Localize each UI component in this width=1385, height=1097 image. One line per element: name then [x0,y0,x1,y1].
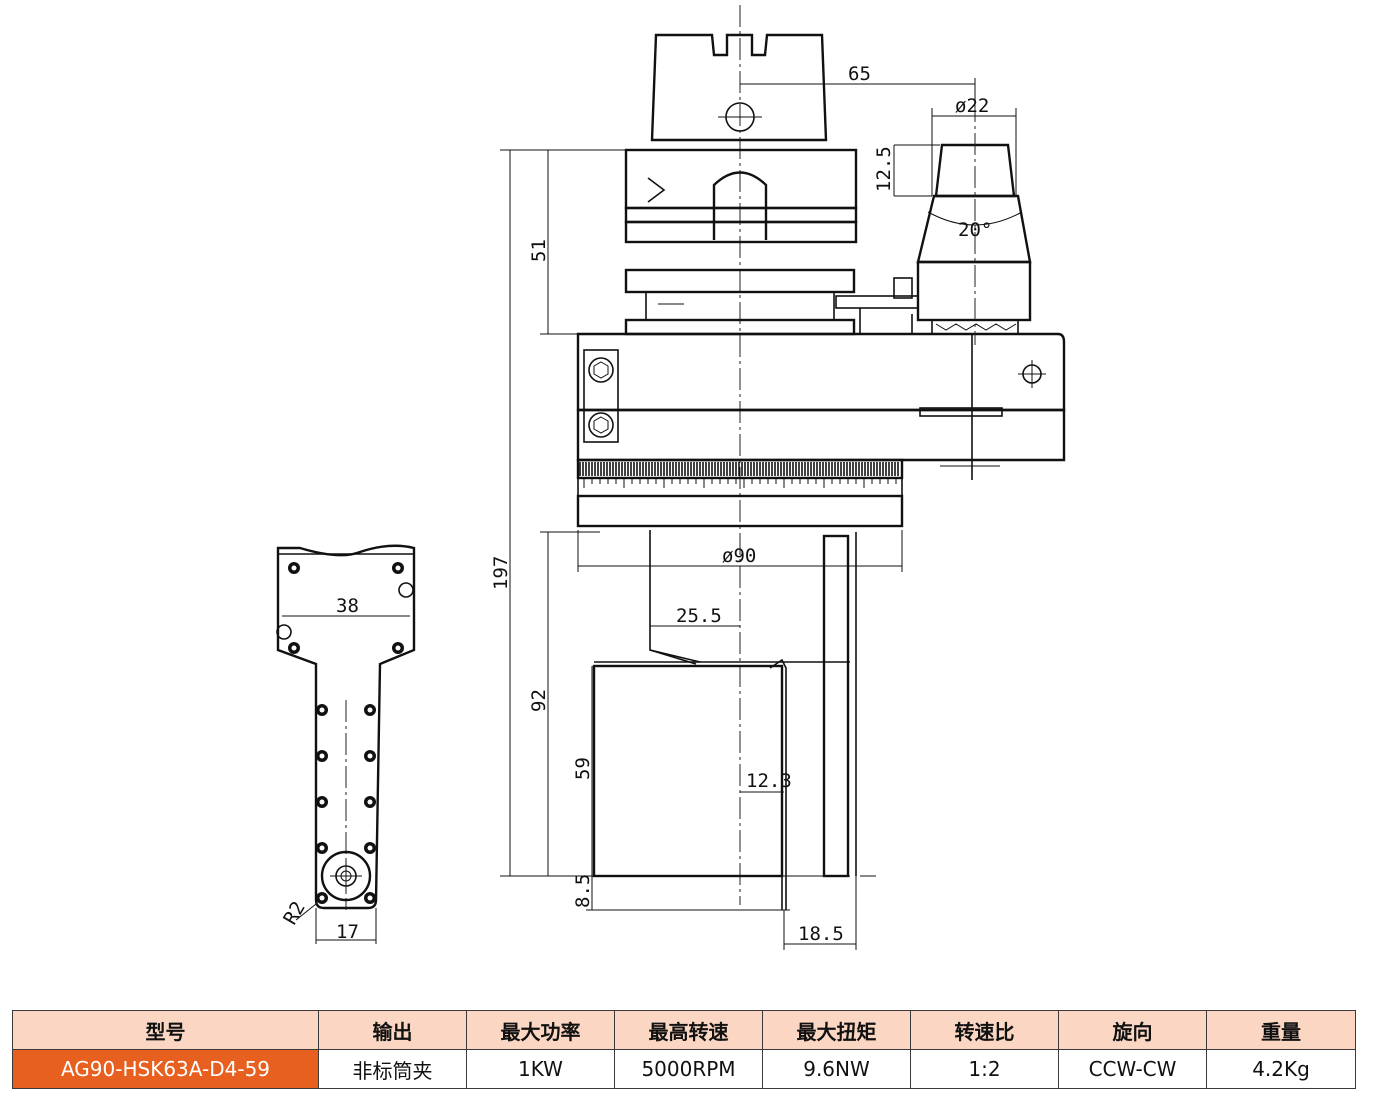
mounting-holes [288,562,404,904]
mounting-hole [392,562,404,574]
dim-18-5: 18.5 [798,923,844,945]
spec-table-header-row: 型号输出最大功率最高转速最大扭矩转速比旋向重量 [12,1010,1356,1050]
mounting-hole [316,750,328,762]
dim-38: 38 [336,595,359,617]
dim-25-5: 25.5 [676,605,722,627]
spec-value-cell: 1:2 [910,1049,1059,1089]
dim-dia-90: ø90 [722,545,756,567]
spec-header-cell: 重量 [1206,1010,1356,1050]
side-view: 65 ø22 12.5 20° 51 197 ø90 25.5 92 59 12… [490,5,1066,950]
dim-12-3: 12.3 [746,770,792,792]
spec-value-cell: 非标筒夹 [318,1049,467,1089]
dim-59: 59 [572,757,594,780]
spec-header-cell: 最大功率 [466,1010,615,1050]
serration-teeth [579,462,899,476]
dim-20-deg: 20° [958,219,992,241]
scale-marks [583,478,897,488]
spec-header-cell: 最高转速 [614,1010,763,1050]
spec-header-cell: 型号 [12,1010,319,1050]
spec-table: 型号输出最大功率最高转速最大扭矩转速比旋向重量 AG90-HSK63A-D4-5… [12,1010,1356,1089]
mounting-hole [364,796,376,808]
spec-model-cell: AG90-HSK63A-D4-59 [12,1049,319,1089]
dim-92: 92 [528,689,550,712]
spec-header-cell: 转速比 [910,1010,1059,1050]
dim-12-5: 12.5 [873,146,895,192]
dim-dia-22: ø22 [955,95,989,117]
dim-197: 197 [490,556,512,590]
dim-8-5: 8.5 [572,874,594,908]
mounting-hole [364,842,376,854]
mounting-hole [288,562,300,574]
mounting-hole [364,892,376,904]
dim-r2: R2 [279,898,309,929]
spec-value-cell: CCW-CW [1058,1049,1207,1089]
mounting-hole [288,642,300,654]
mounting-hole [392,642,404,654]
mounting-hole [316,796,328,808]
mounting-hole [316,892,328,904]
mounting-hole [316,842,328,854]
spec-header-cell: 输出 [318,1010,467,1050]
spec-value-cell: 5000RPM [614,1049,763,1089]
dim-51: 51 [528,239,550,262]
spec-value-cell: 1KW [466,1049,615,1089]
mounting-hole [364,704,376,716]
dim-17: 17 [336,921,359,943]
spec-value-cell: 9.6NW [762,1049,911,1089]
mounting-hole [364,750,376,762]
spec-header-cell: 旋向 [1058,1010,1207,1050]
technical-drawing: 65 ø22 12.5 20° 51 197 ø90 25.5 92 59 12… [276,5,1066,950]
mounting-hole [316,704,328,716]
dim-65: 65 [848,63,871,85]
spec-header-cell: 最大扭矩 [762,1010,911,1050]
spec-value-cell: 4.2Kg [1206,1049,1356,1089]
front-view: 38 17 R2 [276,544,416,944]
